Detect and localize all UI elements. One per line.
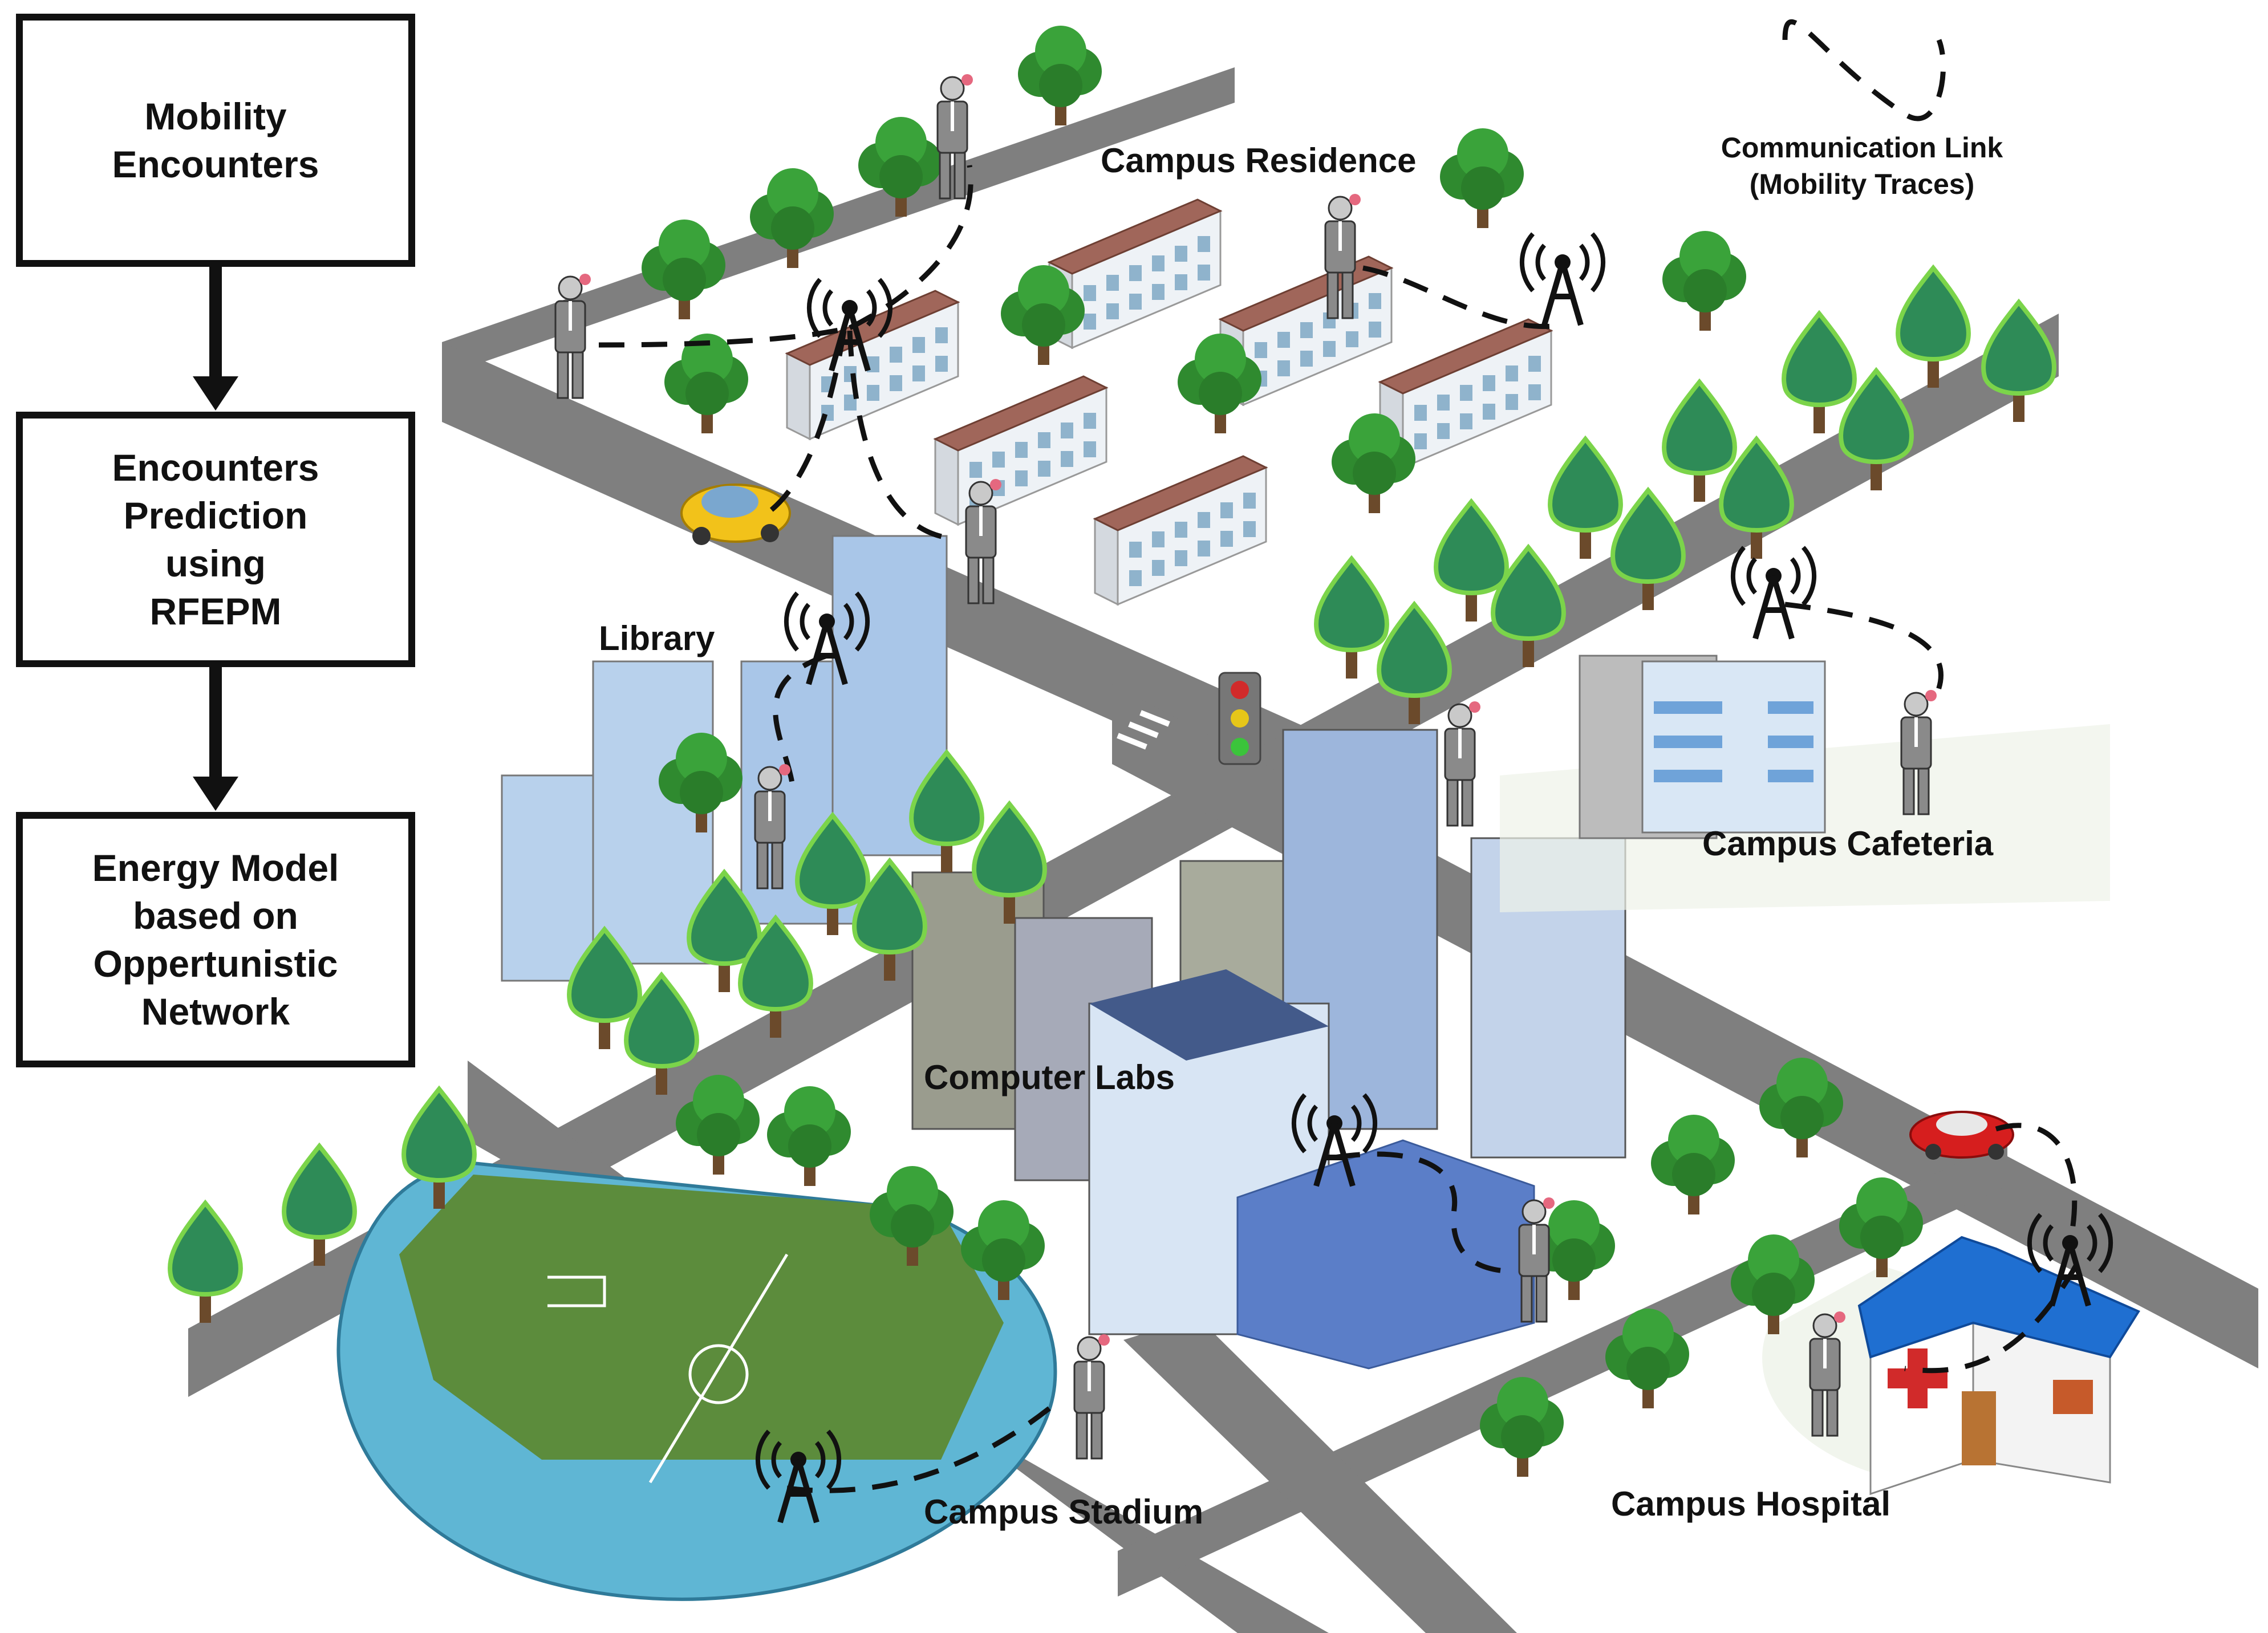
person-phone-icon (555, 274, 591, 398)
label-computer-labs: Computer Labs (924, 1058, 1175, 1096)
label-library: Library (599, 619, 715, 657)
antenna-tower-icon (1733, 547, 1814, 639)
label-campus-hospital: Campus Hospital (1611, 1485, 1890, 1523)
legend-line-1: Communication Link (1721, 132, 2003, 164)
flow-step-label: Encounters Prediction using RFEPM (112, 446, 319, 632)
label-campus-residence: Campus Residence (1101, 141, 1417, 180)
cafeteria-building (1500, 655, 2110, 912)
computer-labs-buildings (911, 729, 1626, 1370)
campus-hospital (1762, 1236, 2140, 1496)
flow-step-mobility-encounters: Mobility Encounters (16, 14, 415, 267)
person-phone-icon (1074, 1334, 1110, 1459)
traffic-light-icon (1218, 672, 1261, 765)
label-campus-stadium: Campus Stadium (924, 1493, 1203, 1531)
flow-step-encounters-prediction: Encounters Prediction using RFEPM (16, 412, 415, 667)
legend-line-2: (Mobility Traces) (1750, 168, 1975, 200)
person-phone-icon (1445, 701, 1480, 826)
antenna-tower-icon (1522, 234, 1603, 325)
flow-step-label: Energy Model based on Oppertunistic Netw… (92, 847, 339, 1033)
campus-stadium (336, 1161, 1057, 1601)
crosswalk (1105, 710, 1170, 807)
car-icon (680, 484, 791, 545)
label-campus-cafeteria: Campus Cafeteria (1702, 824, 1994, 863)
flow-step-label: Mobility Encounters (112, 95, 319, 185)
car-icon (1909, 1111, 2014, 1160)
flow-step-energy-model: Energy Model based on Oppertunistic Netw… (16, 812, 415, 1067)
flow-arrows (193, 267, 238, 811)
